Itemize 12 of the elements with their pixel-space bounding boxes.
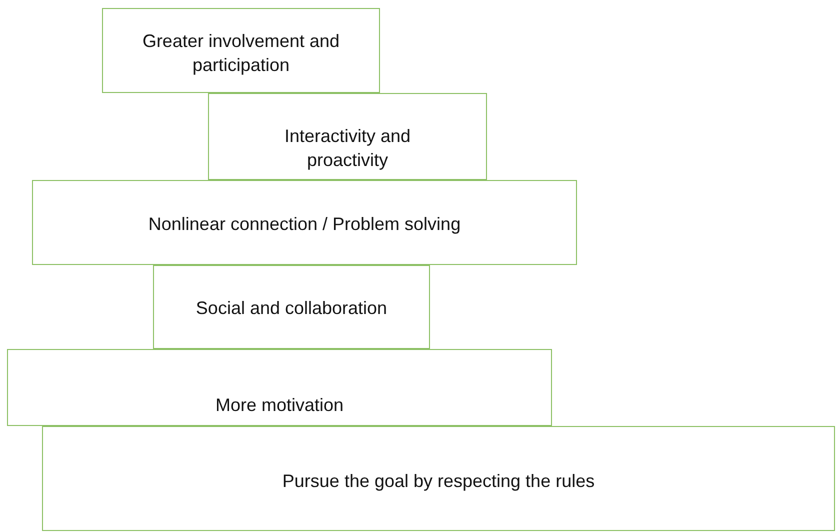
layer-label: Nonlinear connection / Problem solving xyxy=(148,213,461,236)
layer-label: Interactivity and proactivity xyxy=(283,125,412,172)
layer-label: Pursue the goal by respecting the rules xyxy=(282,470,595,493)
layer-box xyxy=(42,426,835,531)
layer-box xyxy=(208,93,487,180)
layer-label: More motivation xyxy=(215,394,344,417)
layer-box xyxy=(102,8,380,93)
layer-box xyxy=(7,349,552,426)
layer-box xyxy=(32,180,577,265)
layer-label: Social and collaboration xyxy=(196,297,388,320)
layer-box xyxy=(153,265,430,349)
layer-label: Greater involvement and participation xyxy=(141,30,341,78)
